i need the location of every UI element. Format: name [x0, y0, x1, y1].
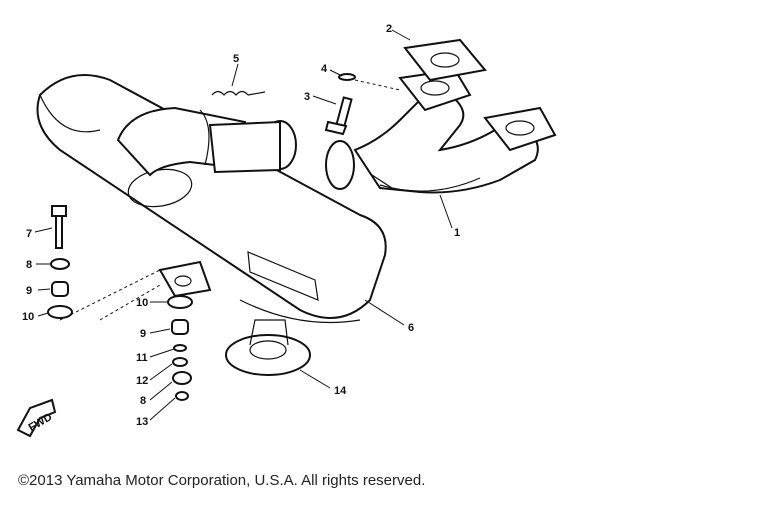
- callout-5: 5: [233, 53, 239, 65]
- washer-10a: [47, 305, 73, 319]
- callout-10b: 10: [136, 297, 148, 309]
- washer-8a: [50, 258, 70, 270]
- muffler-inlet-pipe: [116, 106, 297, 177]
- callout-3: 3: [304, 91, 310, 103]
- callout-14: 14: [334, 385, 347, 397]
- callout-2: 2: [386, 23, 392, 35]
- mount-bolt: [51, 205, 67, 249]
- callout-7: 7: [26, 228, 32, 240]
- spring: [211, 90, 266, 96]
- callout-9a: 9: [26, 285, 32, 297]
- washer: [338, 73, 356, 81]
- callout-10a: 10: [22, 311, 34, 323]
- bolt: [324, 96, 353, 136]
- washer-11: [173, 344, 187, 352]
- callout-8b: 8: [140, 395, 146, 407]
- muffler: [36, 74, 387, 324]
- gasket: [403, 38, 487, 82]
- damper-9b: [171, 319, 189, 335]
- copyright-notice: ©2013 Yamaha Motor Corporation, U.S.A. A…: [18, 472, 426, 489]
- callout-6: 6: [408, 322, 414, 334]
- nut-12: [172, 357, 188, 367]
- exhaust-manifold: [353, 68, 557, 194]
- washer-10b: [167, 295, 193, 309]
- callout-1: 1: [454, 227, 460, 239]
- callout-13: 13: [136, 416, 148, 428]
- collar-8b: [172, 371, 192, 385]
- grommet: [225, 319, 311, 376]
- washer-13: [175, 391, 189, 401]
- callout-8a: 8: [26, 259, 32, 271]
- exhaust-exploded-diagram: 1 2 3 4 5 6 7 8 9 10 10 9 11 12 8 13 14 …: [16, 23, 557, 438]
- callout-4: 4: [321, 63, 328, 75]
- front-arrow-icon: FWD: [16, 398, 57, 438]
- callout-9b: 9: [140, 328, 146, 340]
- damper-9a: [51, 281, 69, 297]
- callout-12: 12: [136, 375, 148, 387]
- joint-ring: [325, 140, 355, 190]
- callout-11: 11: [136, 352, 148, 364]
